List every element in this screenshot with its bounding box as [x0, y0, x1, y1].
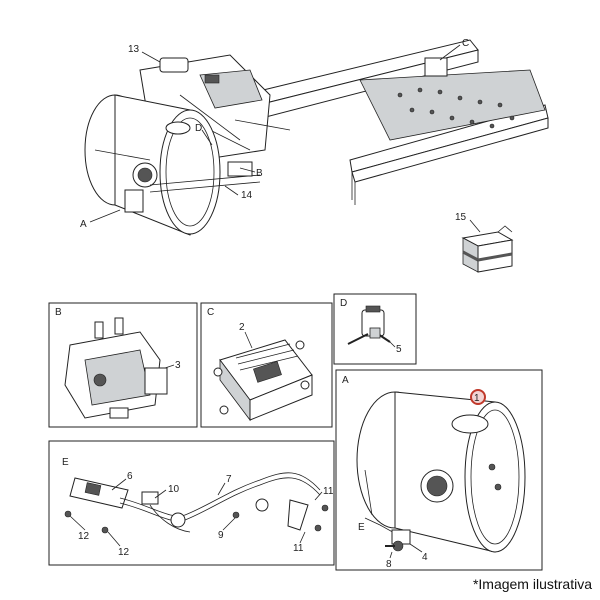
callout-15: 15 [455, 212, 467, 223]
control-unit-2 [213, 339, 313, 422]
connector-pins [235, 343, 299, 371]
illustrative-caption: *Imagem ilustrativa [472, 576, 592, 592]
panel-B-letter: B [55, 307, 62, 318]
panel-E: E 6 10 7 11 11 12 12 [48, 440, 335, 566]
callout-13: 13 [128, 44, 140, 55]
main-assembly: 13 C D B 14 A 15 [80, 38, 549, 273]
callout-3: 3 [175, 360, 181, 371]
panel-B: B 3 [48, 302, 198, 428]
panel-C-letter: C [207, 307, 214, 318]
sensor-4-8 [379, 524, 411, 552]
callout-1: 1 [474, 393, 480, 404]
chassis-frame [254, 39, 549, 205]
callout-A: A [80, 219, 87, 230]
callout-12-a: 12 [78, 531, 90, 542]
urea-tank-1 [356, 391, 526, 553]
callout-11-a: 11 [323, 486, 334, 497]
callout-7: 7 [226, 474, 232, 485]
callout-12-b: 12 [118, 547, 130, 558]
panel-C: C 2 [200, 302, 333, 428]
panel-D: D 5 [333, 293, 417, 365]
highlight-callout-1 [470, 389, 486, 405]
callout-2: 2 [239, 322, 245, 333]
callout-10: 10 [168, 484, 180, 495]
callout-D: D [195, 123, 202, 134]
callout-14: 14 [241, 190, 253, 201]
callout-B: B [256, 168, 263, 179]
panel-E-letter: E [62, 457, 69, 468]
harness-assembly [64, 472, 329, 534]
panel-A: A 1 E 4 8 [335, 369, 543, 571]
callout-9: 9 [218, 530, 224, 541]
pump-module-3 [64, 317, 168, 419]
panel-D-letter: D [340, 298, 347, 309]
callout-E-small: E [358, 522, 365, 533]
callout-4: 4 [422, 552, 428, 563]
callout-C: C [462, 38, 469, 49]
callout-11-b: 11 [293, 543, 304, 554]
callout-6: 6 [127, 471, 133, 482]
box-part-15 [461, 225, 514, 273]
crossmember-holes [397, 87, 515, 129]
callout-8: 8 [386, 559, 392, 570]
panel-A-letter: A [342, 375, 349, 386]
urea-tank-assembly [84, 94, 261, 236]
valve-5 [347, 305, 391, 345]
callout-5: 5 [396, 344, 402, 355]
